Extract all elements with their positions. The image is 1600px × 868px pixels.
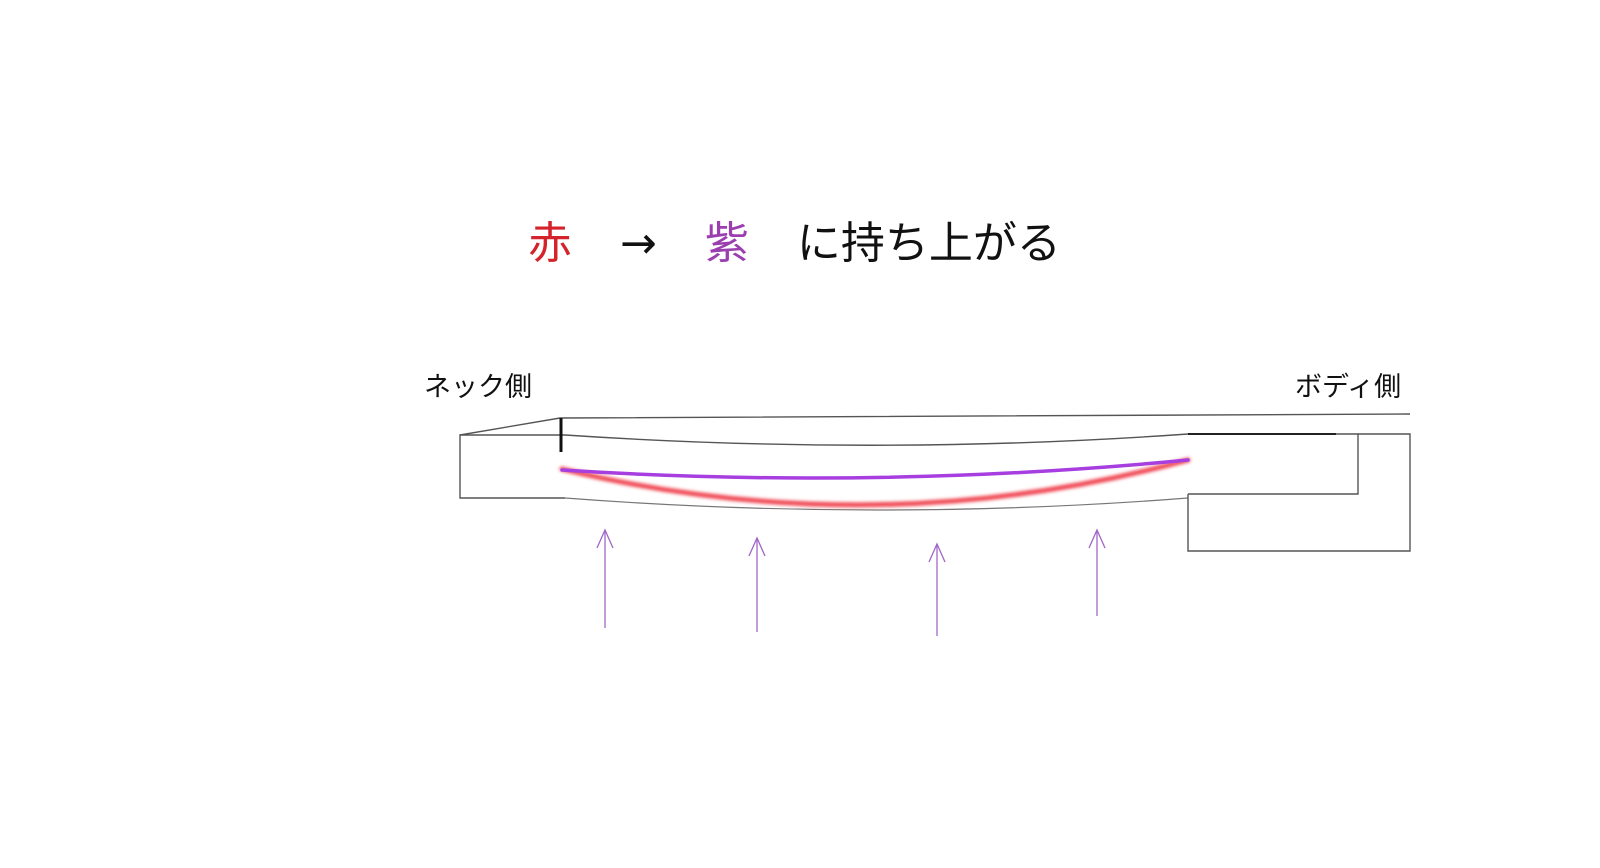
up-arrow-4	[1088, 528, 1106, 616]
headstock-block	[459, 434, 565, 499]
title-red-word: 赤	[528, 218, 572, 269]
title-rest-text: に持ち上がる	[796, 218, 1061, 269]
red-bow-curve	[559, 457, 1191, 508]
body-upper-outline	[1188, 433, 1359, 495]
string-line	[459, 413, 1411, 436]
upward-arrows	[596, 528, 1106, 636]
neck-underside	[564, 497, 1189, 511]
up-arrow-3	[928, 542, 946, 636]
diagram-title: 赤 → 紫に持ち上がる	[528, 212, 1061, 276]
up-arrow-1	[596, 528, 614, 628]
title-arrow: →	[620, 218, 657, 269]
neck-side-label: ネック側	[424, 372, 532, 403]
up-arrow-2	[748, 536, 766, 632]
title-purple-word: 紫	[704, 218, 749, 269]
purple-bow-curve	[560, 458, 1190, 480]
body-side-label: ボディ側	[1295, 372, 1402, 403]
body-outer-outline	[1187, 433, 1411, 552]
fingerboard-top	[564, 433, 1189, 446]
